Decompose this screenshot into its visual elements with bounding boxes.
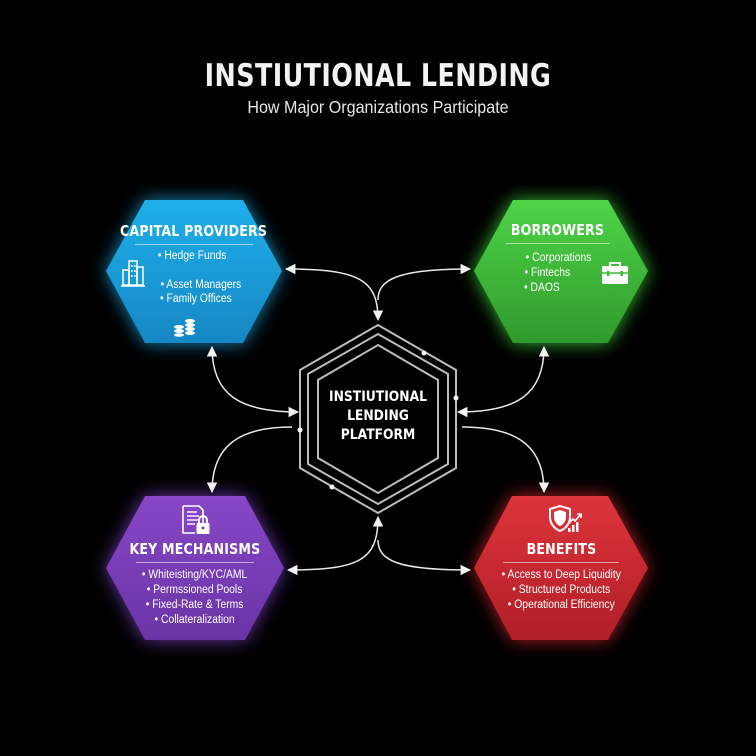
hex-capital-providers	[106, 200, 282, 343]
divider	[135, 244, 253, 245]
node-borrowers: BORROWERS • Corporations • Fintechs • DA…	[474, 200, 648, 343]
hex-benefits	[474, 496, 648, 640]
center-platform-label: INSTIUTIONAL LENDING PLATFORM	[312, 388, 445, 445]
page-subtitle: How Major Organizations Participate	[247, 97, 509, 117]
divider	[503, 562, 619, 563]
node-capital-providers: CAPITAL PROVIDERS • Hedge Funds • Asset …	[106, 200, 282, 343]
buildings-icon	[121, 260, 145, 287]
center-line-3: PLATFORM	[340, 427, 416, 443]
node-benefits: BENEFITS • Access to Deep Liquidity • St…	[474, 496, 648, 640]
document-lock-icon	[182, 505, 210, 534]
list-item: • Asset Managers	[160, 279, 242, 291]
center-line-2: LENDING	[347, 408, 409, 424]
list-item: • Structured Products	[512, 584, 610, 596]
list-item: • Whiteisting/KYC/AML	[142, 569, 248, 581]
list-item: • Permssioned Pools	[147, 584, 243, 596]
list-item: • Hedge Funds	[157, 250, 227, 262]
divider	[506, 243, 610, 244]
connectors	[206, 263, 550, 576]
briefcase-icon	[602, 262, 628, 284]
list-item: • Operational Efficiency	[507, 599, 615, 611]
list-item: • DAOS	[523, 282, 560, 294]
hex-borrowers	[474, 200, 648, 343]
coins-icon	[174, 319, 195, 337]
node-title: BENEFITS	[526, 540, 596, 558]
list-item: • Family Offices	[159, 293, 232, 305]
node-title: BORROWERS	[510, 221, 604, 239]
hex-key-mechanisms	[106, 496, 284, 640]
center-hex	[299, 323, 457, 515]
divider	[136, 562, 254, 563]
list-item: • Fixed-Rate & Terms	[146, 599, 244, 611]
list-item: • Collateralization	[154, 614, 236, 626]
list-item: • Access to Deep Liquidity	[501, 569, 621, 581]
node-key-mechanisms: KEY MECHANISMS • Whiteisting/KYC/AML • P…	[106, 496, 284, 640]
shield-growth-icon	[549, 504, 582, 533]
list-item: • Fintechs	[524, 267, 571, 279]
node-title: CAPITAL PROVIDERS	[120, 222, 268, 240]
page-title: INSTIUTIONAL LENDING	[204, 58, 552, 94]
center-line-1: INSTIUTIONAL	[329, 389, 427, 405]
list-item: • Corporations	[525, 252, 592, 264]
node-title: KEY MECHANISMS	[129, 540, 261, 558]
